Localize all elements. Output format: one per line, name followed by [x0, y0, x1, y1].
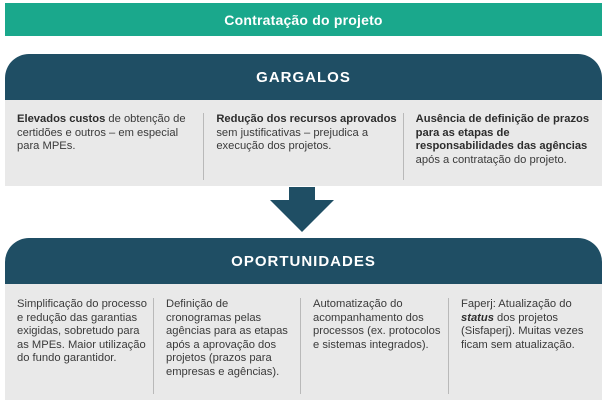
- oportunidades-title: OPORTUNIDADES: [231, 252, 376, 270]
- banner-title: Contratação do projeto: [224, 11, 383, 28]
- oportunidade-item: Faperj: Atualização do status dos projet…: [449, 298, 602, 394]
- gargalo-item-bold: Elevados custos: [17, 113, 106, 125]
- gargalos-body: Elevados custos de obtenção de certidões…: [5, 100, 602, 186]
- oportunidades-body: Simplificação do processo e redução das …: [5, 284, 602, 400]
- down-arrow-icon: [270, 187, 334, 232]
- gargalo-item: Redução dos recursos aprovados sem justi…: [204, 113, 404, 180]
- top-banner: Contratação do projeto: [5, 3, 602, 36]
- gargalo-item-text: após a contratação do projeto.: [415, 153, 567, 166]
- oportunidade-item: Definição de cronogramas pelas agências …: [154, 298, 301, 394]
- oportunidades-header: OPORTUNIDADES: [5, 238, 602, 284]
- oportunidade-item-post: dos projetos (Sisfaperj). Muitas vezes f…: [461, 311, 584, 351]
- gargalo-item: Ausência de definição de prazos para as …: [404, 113, 602, 180]
- gargalos-header: GARGALOS: [5, 54, 602, 100]
- oportunidade-item-text: Simplificação do processo e redução das …: [17, 298, 147, 364]
- gargalos-title: GARGALOS: [256, 68, 351, 86]
- oportunidade-item: Simplificação do processo e redução das …: [5, 298, 154, 394]
- gargalo-item-bold: Ausência de definição de prazos para as …: [415, 113, 590, 152]
- oportunidade-item-bold: status: [461, 311, 494, 324]
- oportunidade-item: Automatização do acompanhamento dos proc…: [301, 298, 449, 394]
- gargalo-item-text: sem justificativas – prejudica a execuçã…: [216, 126, 369, 153]
- gargalo-item: Elevados custos de obtenção de certidões…: [5, 113, 205, 180]
- oportunidade-item-pre: Faperj: Atualização do: [461, 298, 572, 310]
- gargalo-item-text: de obtenção de certidões e outros – em e…: [17, 113, 186, 152]
- gargalo-item-bold: Redução dos recursos aprovados: [216, 113, 397, 125]
- oportunidade-item-text: Automatização do acompanhamento dos proc…: [313, 298, 441, 351]
- oportunidade-item-text: Definição de cronogramas pelas agências …: [166, 298, 288, 378]
